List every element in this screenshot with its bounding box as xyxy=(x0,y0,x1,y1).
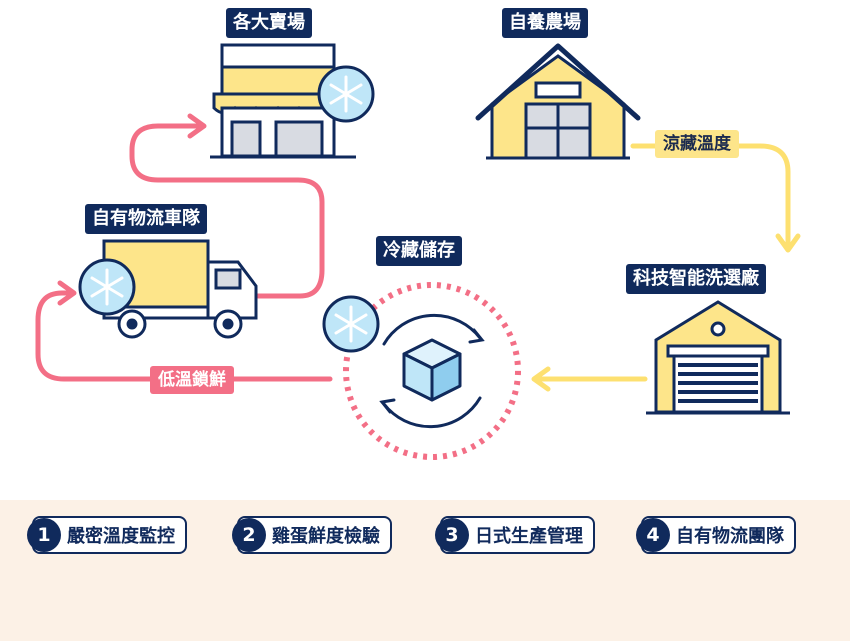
feature-number: 1 xyxy=(27,518,61,552)
feature-label: 雞蛋鮮度檢驗 xyxy=(272,526,380,547)
snowflake-icon xyxy=(78,258,136,316)
yellow-path-factory-to-storage xyxy=(531,366,648,392)
pink-path-fleet-to-stores xyxy=(129,113,325,299)
pink-path-storage-to-fleet xyxy=(35,280,333,382)
factory-illustration xyxy=(646,300,790,415)
feature-label: 自有物流團隊 xyxy=(676,526,784,547)
feature-label: 日式生產管理 xyxy=(475,526,583,547)
yellow-path-farm-to-factory xyxy=(630,143,801,253)
refresh-arrows-icon xyxy=(379,313,485,429)
cold-temp-label: 涼藏溫度 xyxy=(655,130,739,158)
feature-number: 3 xyxy=(435,518,469,552)
factory-label: 科技智能洗選廠 xyxy=(626,264,766,294)
snowflake-icon xyxy=(322,295,380,353)
snowflake-icon xyxy=(317,65,375,123)
feature-number: 2 xyxy=(232,518,266,552)
barn-illustration xyxy=(475,43,641,160)
truck-illustration xyxy=(102,239,258,339)
fleet-label: 自有物流車隊 xyxy=(85,204,207,234)
store-illustration xyxy=(210,43,356,159)
feature-number: 4 xyxy=(636,518,670,552)
stores-label: 各大賣場 xyxy=(226,8,312,38)
supply-chain-diagram xyxy=(35,43,801,460)
storage-dotted-ring xyxy=(343,282,521,460)
feature-label: 嚴密溫度監控 xyxy=(67,526,175,547)
feature-pill-4: 4 自有物流團隊 xyxy=(636,516,796,554)
box-icon xyxy=(402,338,462,402)
farm-label: 自養農場 xyxy=(502,8,588,38)
low-temp-fresh-label: 低溫鎖鮮 xyxy=(150,366,234,394)
feature-pill-1: 1 嚴密溫度監控 xyxy=(27,516,187,554)
feature-pill-3: 3 日式生產管理 xyxy=(435,516,595,554)
feature-pill-2: 2 雞蛋鮮度檢驗 xyxy=(232,516,392,554)
storage-label: 冷藏儲存 xyxy=(376,236,462,266)
